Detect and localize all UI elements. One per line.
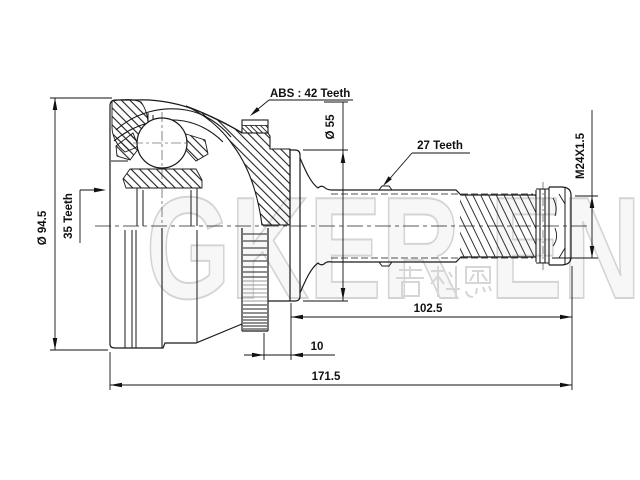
dim-inner-spline-label: 35 Teeth — [63, 193, 75, 239]
dim-housing-diameter-label: Ø 94.5 — [37, 210, 49, 245]
watermark-brand: GKER EN — [146, 167, 640, 329]
watermark-cjk — [396, 266, 492, 298]
dim-shaft-spline: 27 Teeth — [383, 140, 470, 186]
dim-ring-offset: 10 — [244, 333, 335, 360]
centerlines — [95, 112, 588, 348]
dim-thread-spec-label: M24X1.5 — [575, 132, 587, 179]
dim-ring-offset-label: 10 — [311, 341, 324, 353]
abs-ring-exterior — [241, 228, 269, 332]
abs-ring-section — [241, 119, 269, 134]
dim-housing-diameter: Ø 94.5 — [37, 97, 112, 351]
dim-boot-seat-diameter-label: Ø 55 — [325, 114, 337, 140]
inner-race-left-hatch — [115, 132, 140, 161]
ball-bearing — [133, 117, 191, 169]
dim-overall-length: 171.5 — [109, 352, 572, 390]
inner-race-body-hatch — [122, 168, 203, 189]
washers — [536, 187, 550, 265]
dim-thread-spec: M24X1.5 — [552, 110, 598, 259]
dim-abs-ring: ABS : 42 Teeth — [250, 88, 353, 116]
dim-overall-length-label: 171.5 — [312, 371, 341, 383]
dim-shaft-length: 102.5 — [290, 266, 573, 390]
dim-boot-seat-diameter: Ø 55 — [303, 101, 348, 302]
dim-abs-ring-label: ABS : 42 Teeth — [270, 88, 350, 100]
dim-shaft-spline-label: 27 Teeth — [417, 140, 463, 152]
abs-ring-teeth — [243, 233, 267, 330]
dimensions: Ø 94.5 35 Teeth ABS : 42 Teeth Ø 55 27 T… — [37, 88, 598, 390]
dim-inner-spline: 35 Teeth — [63, 187, 106, 243]
dim-shaft-length-label: 102.5 — [414, 303, 443, 315]
watermark: GKER EN — [145, 166, 640, 330]
boot-seat-flange — [268, 149, 301, 302]
shaft — [299, 157, 536, 294]
